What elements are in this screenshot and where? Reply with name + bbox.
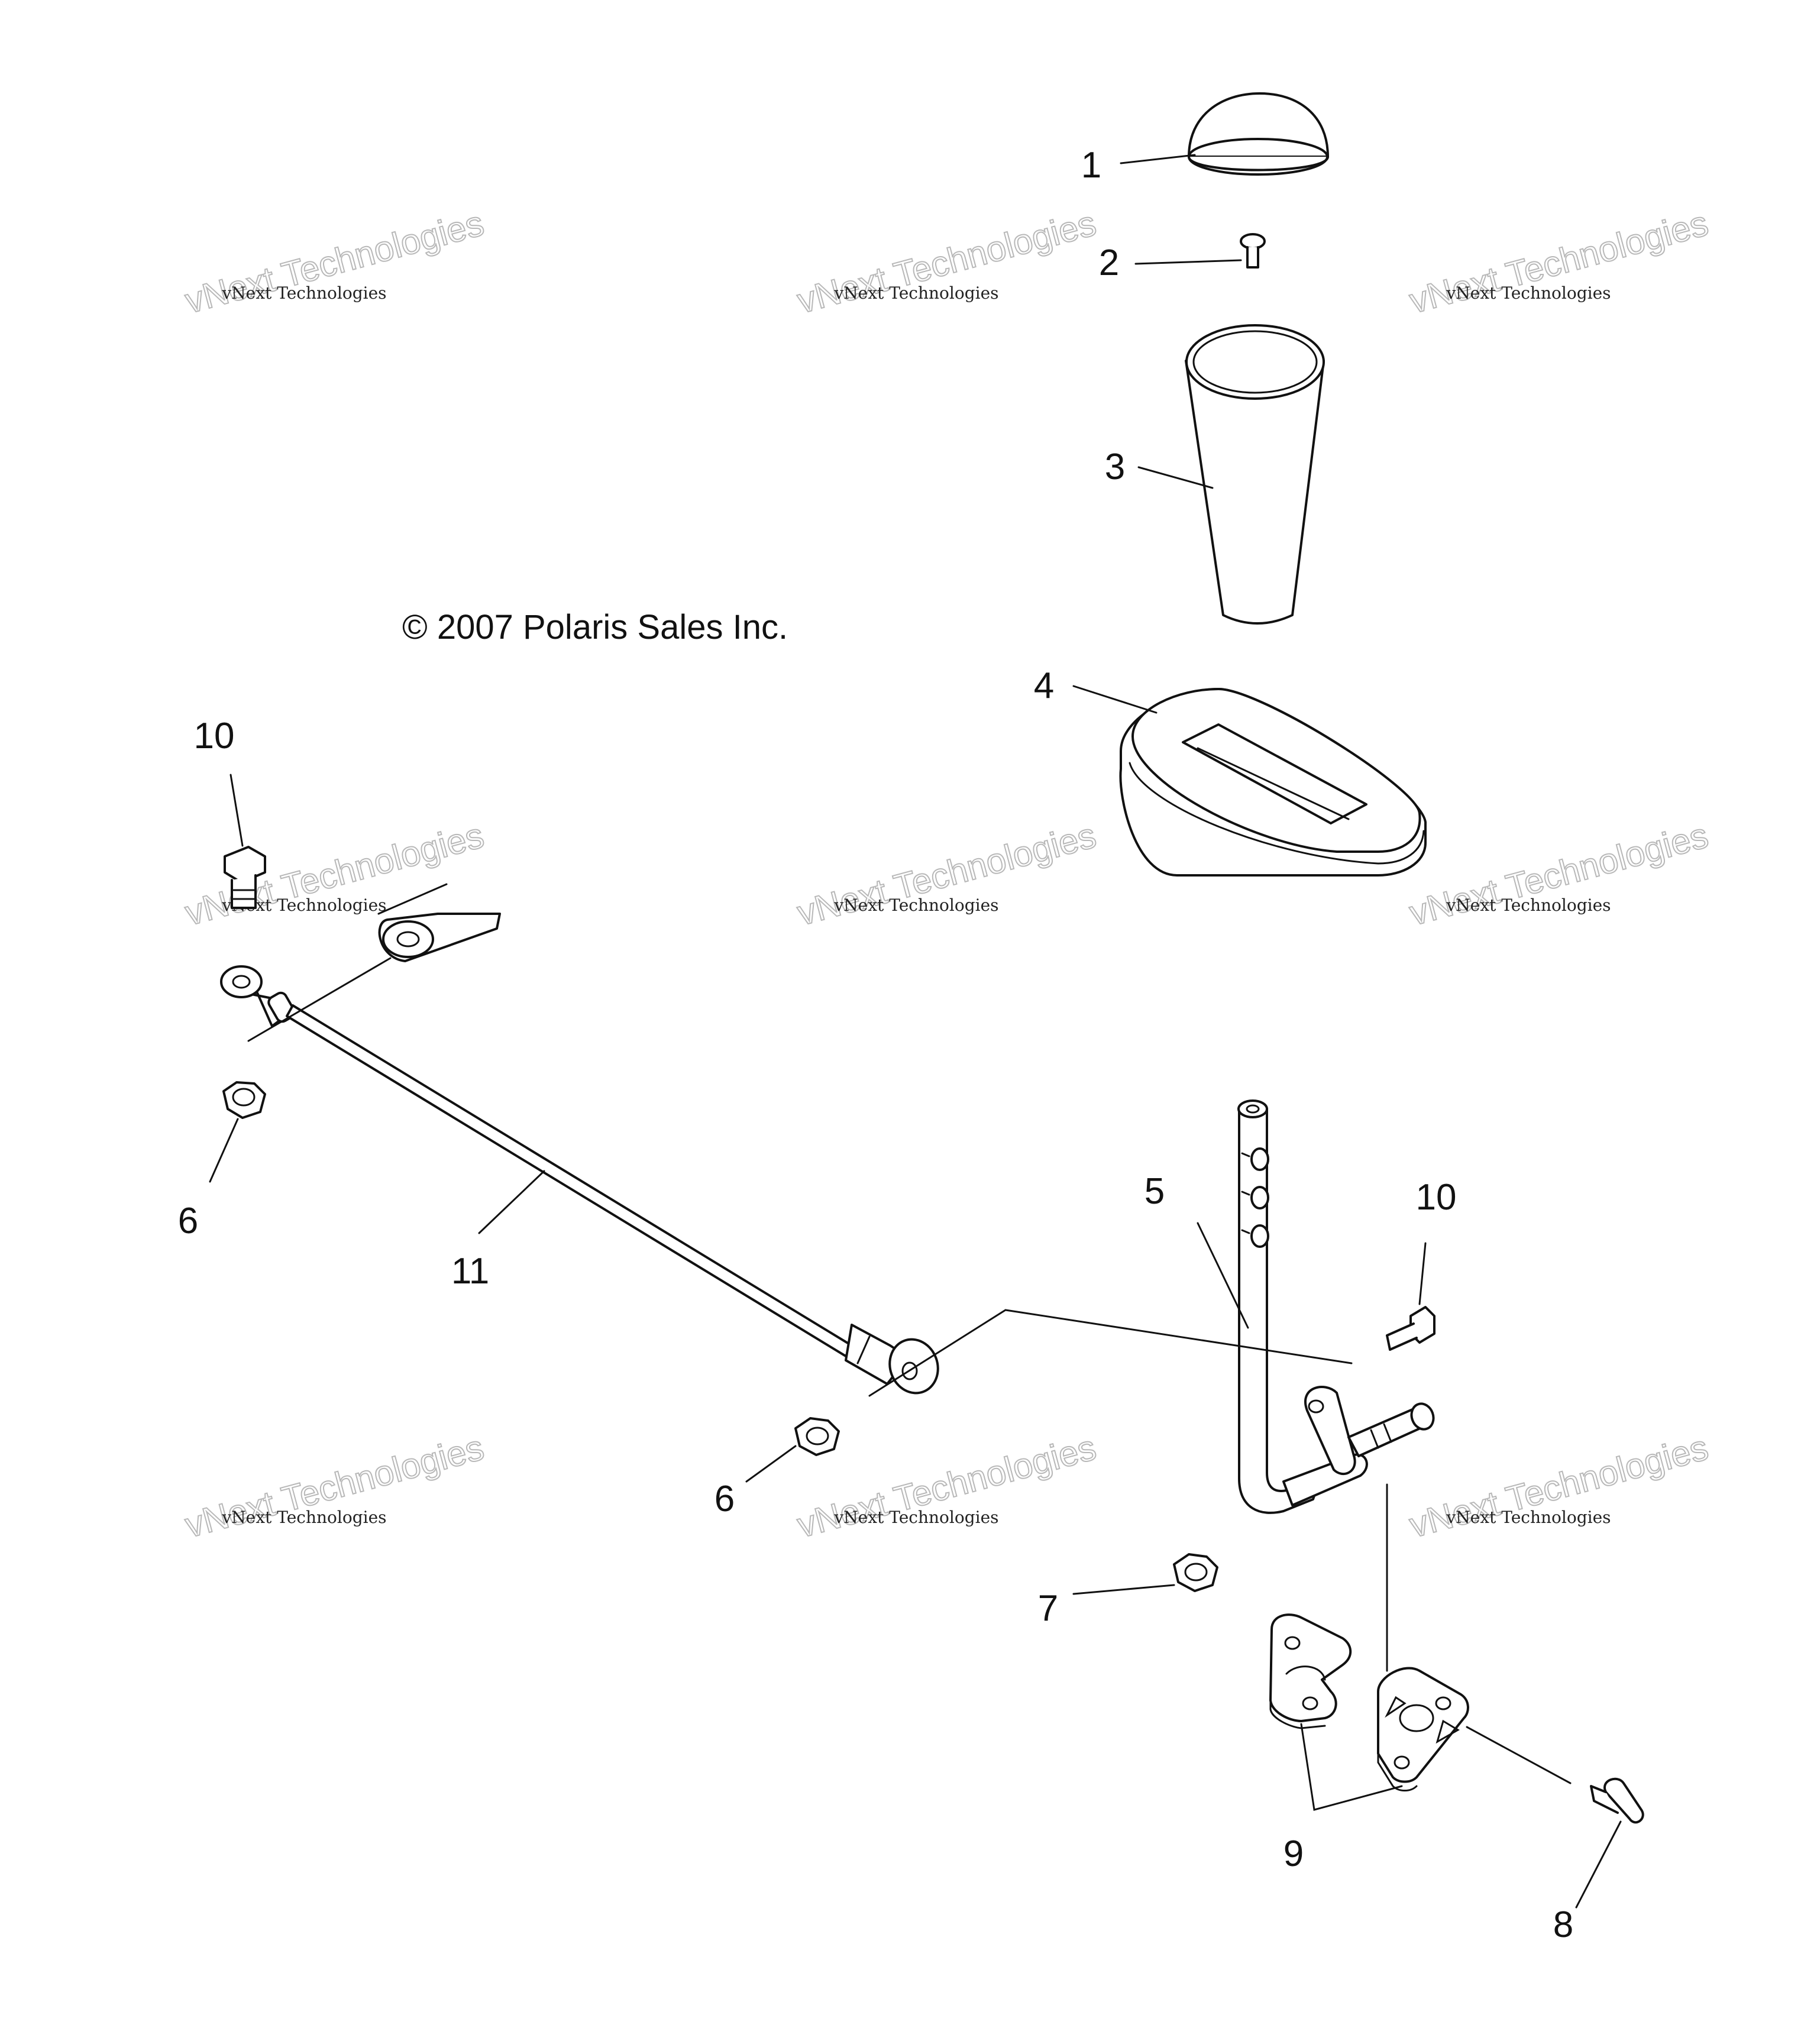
watermark-bottom-left: vNext Technologies vNext Technologies	[180, 1427, 489, 1545]
svg-text:vNext Technologies: vNext Technologies	[1446, 895, 1611, 915]
callout-11: 11	[451, 1251, 489, 1292]
part-6-nut-upper	[222, 1081, 266, 1119]
svg-text:vNext Technologies: vNext Technologies	[833, 895, 998, 915]
part-2-screw	[1240, 233, 1266, 269]
callout-6-lower: 6	[714, 1479, 735, 1519]
callout-4: 4	[1034, 665, 1054, 706]
svg-text:vNext Technologies: vNext Technologies	[221, 283, 386, 303]
part-9-bushing-left	[1269, 1613, 1352, 1729]
watermark-bottom-right: vNext Technologies vNext Technologies	[1405, 1427, 1713, 1545]
part-10-bolt-lower	[1386, 1306, 1436, 1351]
svg-text:vNext Technologies: vNext Technologies	[1446, 1508, 1611, 1527]
callout-2: 2	[1099, 242, 1119, 283]
leader-lines	[209, 154, 1622, 1909]
watermark-mid-center: vNext Technologies vNext Technologies	[793, 814, 1101, 933]
part-8-bolt	[1590, 1777, 1644, 1824]
watermark-top-right: vNext Technologies vNext Technologies	[1405, 202, 1713, 321]
callout-10-lower: 10	[1416, 1177, 1457, 1218]
callout-5: 5	[1144, 1171, 1165, 1212]
watermark-mid-right: vNext Technologies vNext Technologies	[1405, 814, 1713, 933]
svg-text:vNext Technologies: vNext Technologies	[793, 1427, 1100, 1545]
svg-text:vNext Technologies: vNext Technologies	[181, 1427, 488, 1545]
watermark-top-center: vNext Technologies vNext Technologies	[793, 202, 1101, 321]
svg-text:vNext Technologies: vNext Technologies	[1405, 203, 1712, 321]
callout-7: 7	[1038, 1588, 1058, 1629]
svg-text:vNext Technologies: vNext Technologies	[221, 1508, 386, 1527]
callout-9: 9	[1283, 1833, 1304, 1874]
svg-text:vNext Technologies: vNext Technologies	[833, 1508, 998, 1527]
part-3-shift-knob	[1185, 324, 1325, 625]
watermark-bottom-center: vNext Technologies vNext Technologies	[793, 1427, 1101, 1545]
part-6-nut-lower	[794, 1417, 840, 1456]
svg-text:vNext Technologies: vNext Technologies	[793, 815, 1100, 933]
part-7-nut	[1173, 1553, 1218, 1592]
callout-8: 8	[1553, 1904, 1573, 1945]
callout-3: 3	[1105, 447, 1125, 487]
svg-text:vNext Technologies: vNext Technologies	[1405, 815, 1712, 933]
part-10-bolt-upper	[224, 846, 266, 909]
svg-text:vNext Technologies: vNext Technologies	[181, 203, 488, 321]
part-4-shift-boot	[1119, 688, 1427, 877]
shift-arm-plate	[377, 883, 501, 962]
svg-text:vNext Technologies: vNext Technologies	[793, 203, 1100, 321]
callout-10-upper: 10	[194, 716, 235, 756]
svg-text:vNext Technologies: vNext Technologies	[1446, 283, 1611, 303]
svg-text:vNext Technologies: vNext Technologies	[833, 283, 998, 303]
copyright-notice: © 2007 Polaris Sales Inc.	[402, 608, 788, 646]
part-9-bushing-right	[1377, 1667, 1469, 1791]
callout-6-upper: 6	[178, 1201, 198, 1241]
part-5-shift-lever	[1237, 1099, 1435, 1514]
part-11-linkage-rod	[220, 965, 939, 1395]
part-1-knob-cap	[1188, 92, 1329, 176]
svg-text:vNext Technologies: vNext Technologies	[1405, 1427, 1712, 1545]
callout-1: 1	[1081, 145, 1101, 186]
watermark-top-left: vNext Technologies vNext Technologies	[180, 202, 489, 321]
